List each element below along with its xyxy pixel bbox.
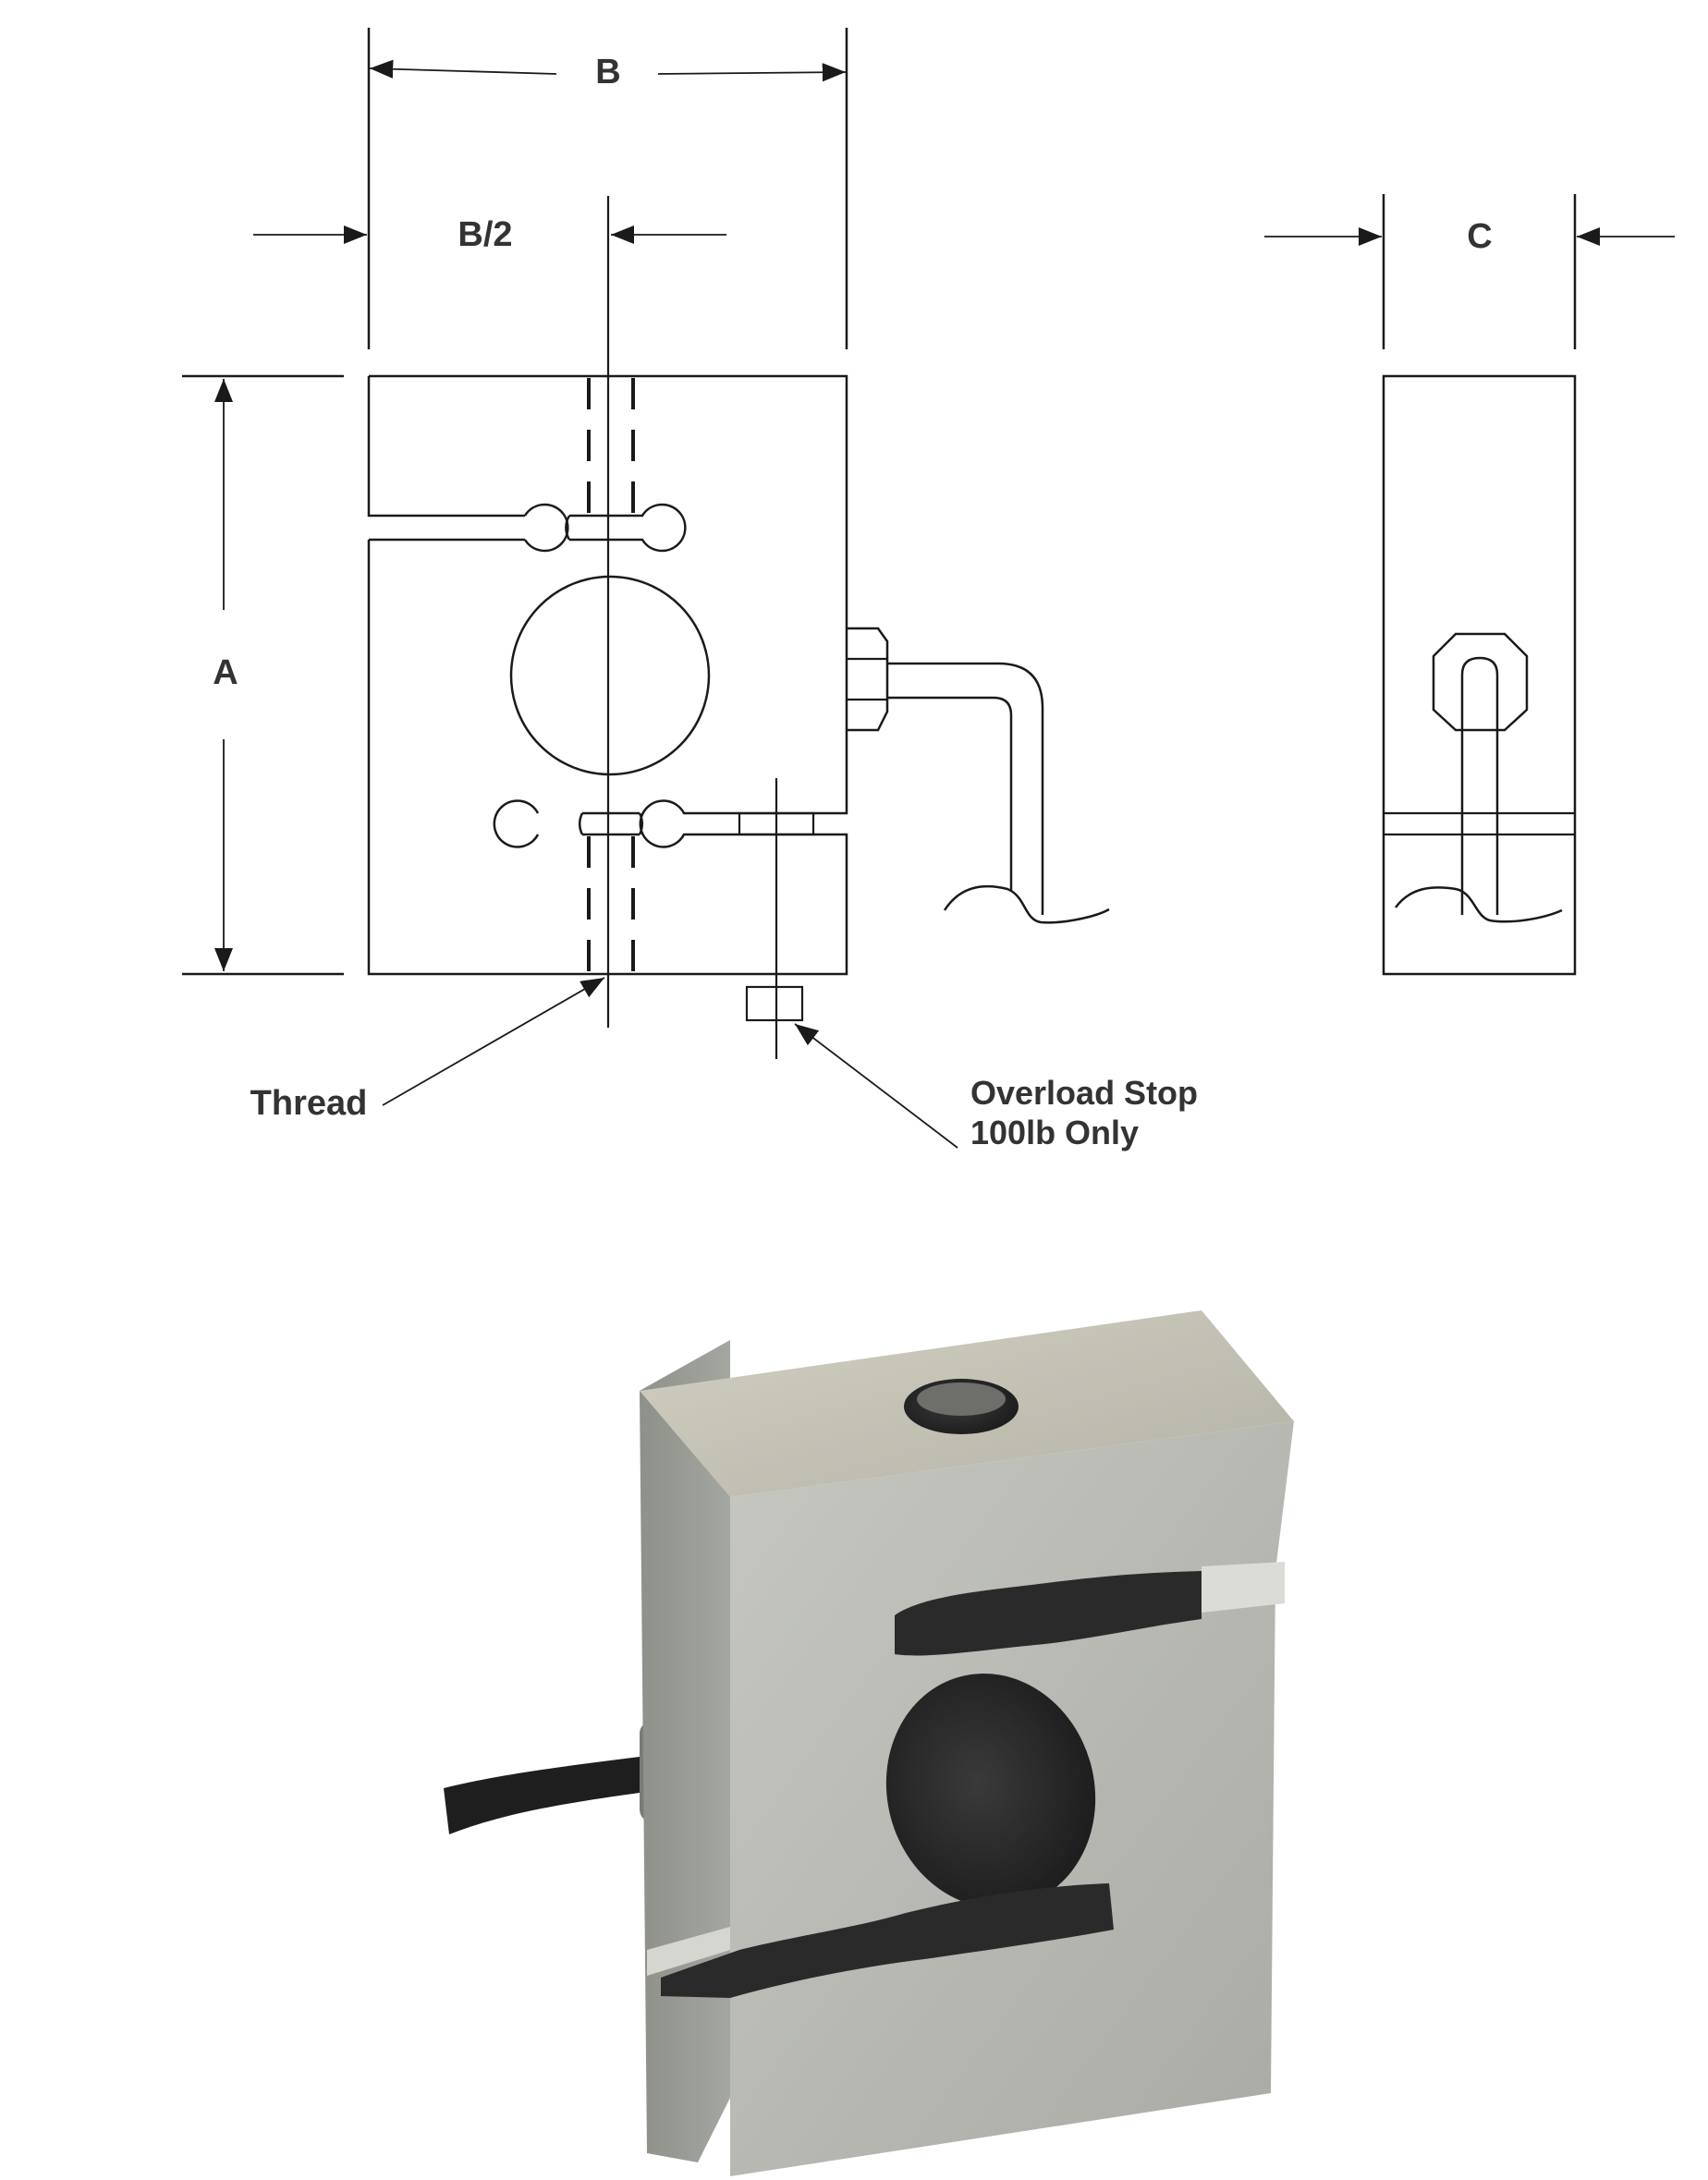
thread-callout: Thread [250, 977, 605, 1123]
front-view: B B/2 A [182, 28, 1198, 1151]
dimension-b-half: B/2 [253, 215, 726, 254]
cable-connector [847, 627, 1110, 924]
overload-stop-label: Overload Stop [970, 1074, 1198, 1112]
dim-c-label: C [1467, 217, 1492, 256]
thread-hidden-lines [587, 378, 635, 972]
cable-icon [444, 1756, 653, 1834]
side-view: C [1264, 194, 1675, 976]
side-body [1382, 374, 1577, 976]
overload-stop-callout: Overload Stop 100lb Only [794, 1023, 1198, 1151]
dim-b-label: B [595, 53, 620, 91]
dimension-b: B [367, 28, 848, 349]
load-cell-photo [444, 1310, 1294, 2176]
dimension-c: C [1264, 194, 1675, 349]
overload-stop-bolt [738, 778, 815, 1059]
thread-label: Thread [250, 1084, 368, 1123]
side-connector [1432, 632, 1529, 732]
center-hole-icon [885, 1674, 1096, 1908]
overload-only-label: 100lb Only [970, 1114, 1139, 1151]
dim-a-label: A [213, 653, 238, 692]
center-hole [509, 575, 711, 776]
dim-b-half-label: B/2 [458, 215, 512, 254]
dimension-a: A [182, 374, 344, 976]
